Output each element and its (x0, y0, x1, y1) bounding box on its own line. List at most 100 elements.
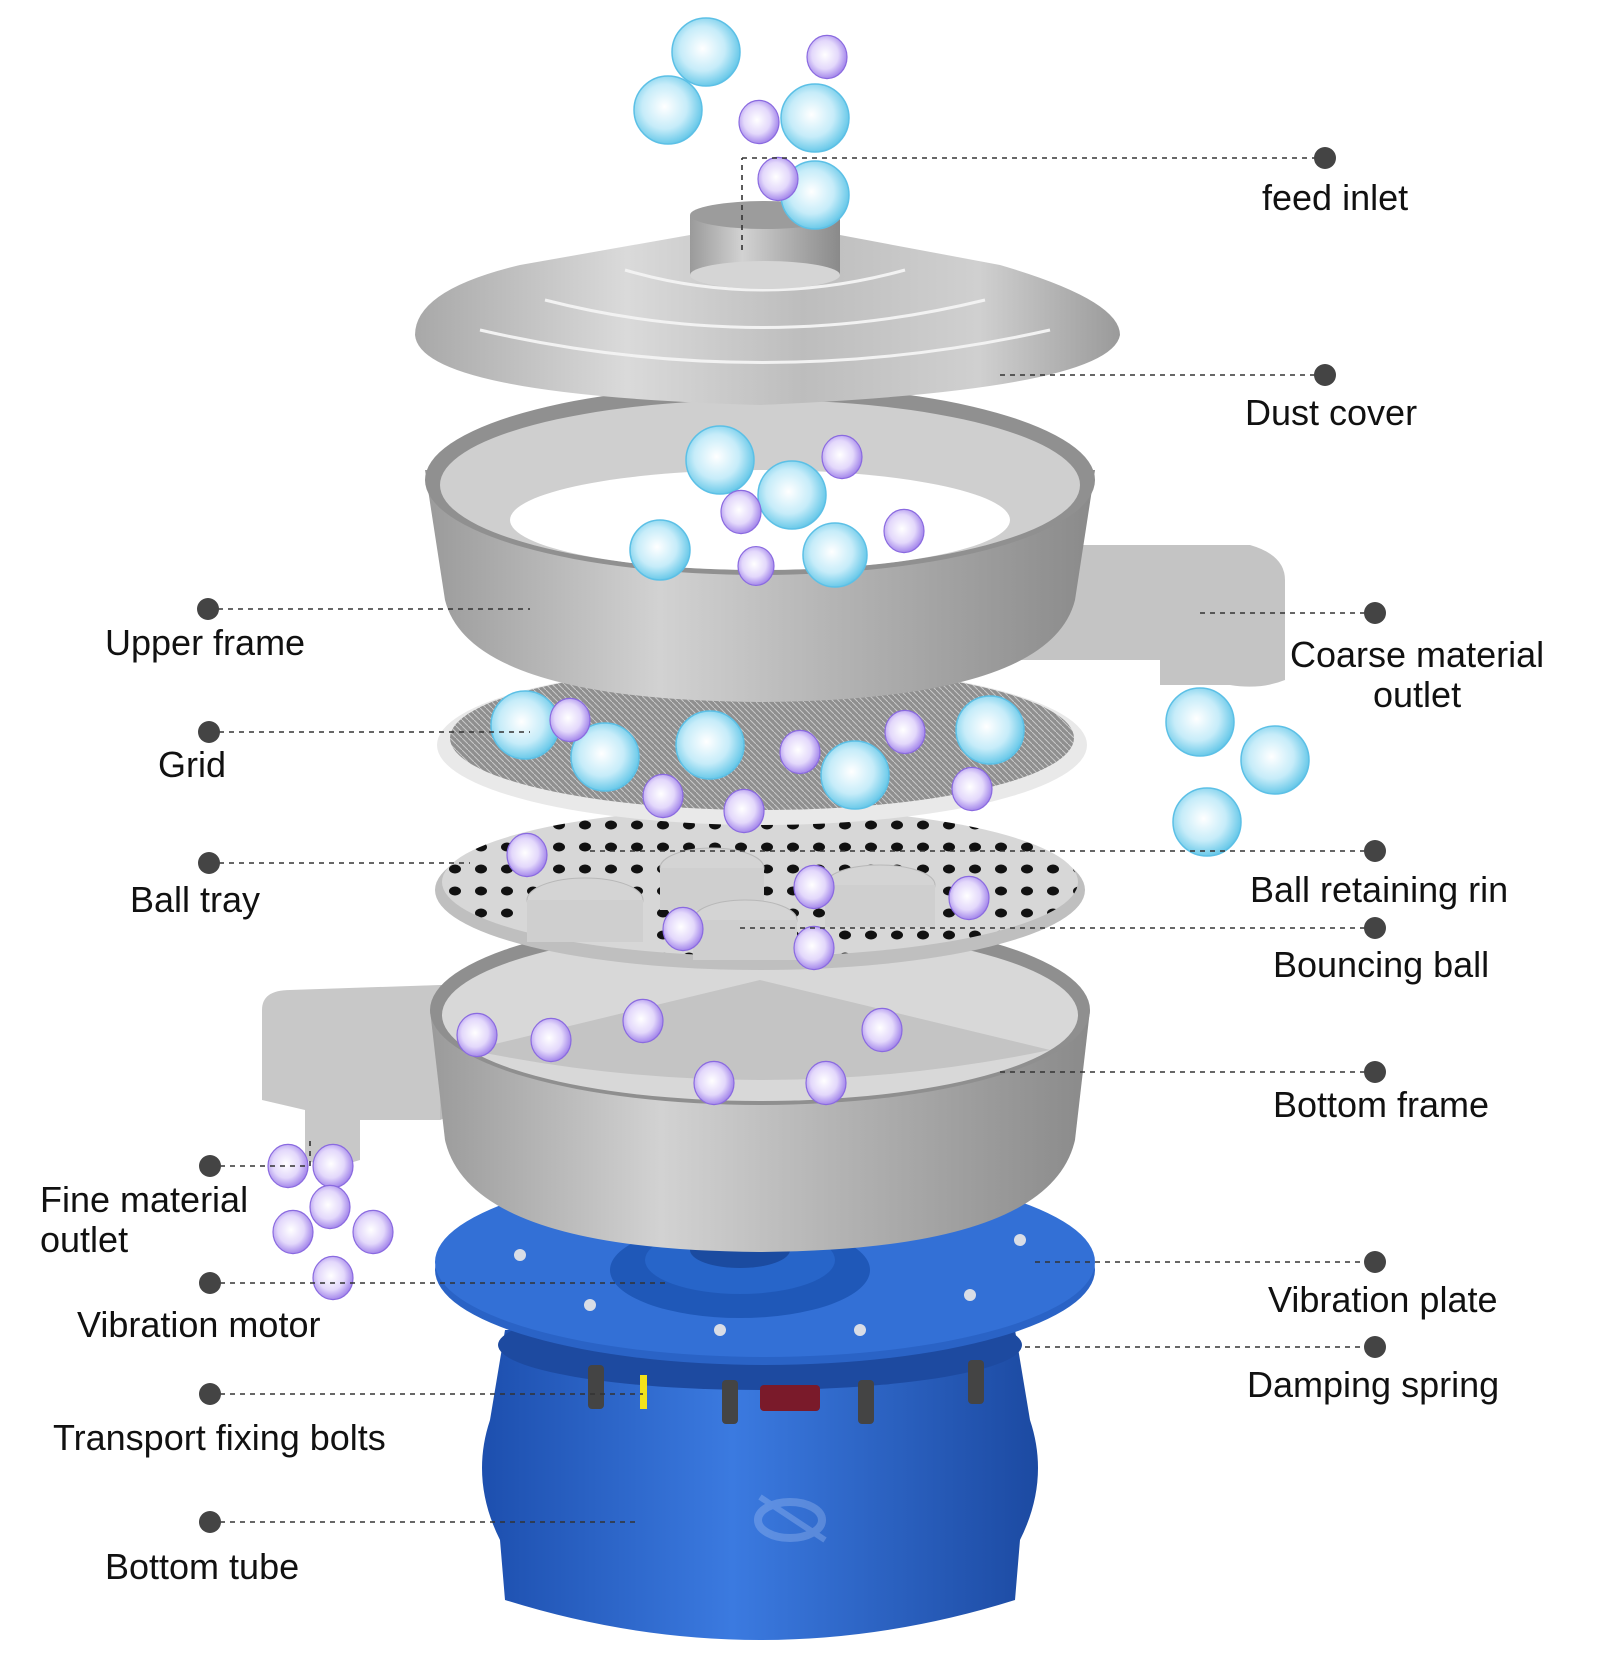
coarse-particle-icon (685, 425, 755, 495)
fine-particle-icon (622, 998, 664, 1044)
label-dust-cover: Dust cover (1245, 392, 1418, 433)
leader-transport-fixing-bolts (199, 1383, 643, 1405)
coarse-particle-icon (1240, 725, 1310, 795)
coarse-particle-icon (780, 83, 850, 153)
label-fine-material-outlet: Fine material outlet (40, 1179, 249, 1260)
leader-dot-icon (1364, 840, 1386, 862)
label-bottom-tube: Bottom tube (105, 1546, 300, 1587)
label-feed-inlet: feed inlet (1262, 177, 1409, 218)
leader-dot-icon (1364, 1251, 1386, 1273)
label-bouncing-ball: Bouncing ball (1273, 944, 1490, 985)
fine-particle-icon (693, 1060, 735, 1106)
coarse-particle-icon (490, 690, 560, 760)
transport-fixing-bolt (640, 1375, 647, 1409)
fine-particle-icon (806, 34, 848, 80)
coarse-particle-icon (633, 75, 703, 145)
leader-dot-icon (199, 1383, 221, 1405)
fine-particle-icon (506, 832, 548, 878)
coarse-particles (490, 17, 1310, 857)
coarse-particle-icon (675, 710, 745, 780)
fine-particle-icon (272, 1209, 314, 1255)
label-vibration-plate: Vibration plate (1268, 1279, 1498, 1320)
leader-fine-material-outlet (199, 1140, 311, 1177)
label-ball-retaining-ring: Ball retaining rin (1250, 869, 1509, 910)
leader-bottom-frame (1000, 1061, 1386, 1083)
fine-particle-icon (948, 875, 990, 921)
leader-dot-icon (1364, 917, 1386, 939)
fine-particle-icon (530, 1017, 572, 1063)
ball-tray (435, 808, 1085, 970)
plate-bolts (514, 1234, 1026, 1336)
leader-dot-icon (199, 1155, 221, 1177)
leader-damping-spring (1025, 1336, 1386, 1358)
ball-retaining-ring (526, 847, 936, 960)
fine-particle-icon (312, 1255, 354, 1301)
fine-particle-icon (757, 156, 799, 202)
leader-bouncing-ball (740, 917, 1386, 939)
fine-particle-icon (793, 925, 835, 971)
fine-particle-icon (312, 1143, 354, 1189)
label-vibration-motor: Vibration motor (77, 1304, 321, 1345)
fine-particle-icon (267, 1143, 309, 1189)
fine-particle-icon (779, 729, 821, 775)
label-ball-tray: Ball tray (130, 879, 261, 920)
leader-dust-cover (1000, 364, 1336, 386)
leader-upper-frame (197, 598, 530, 620)
leader-dot-icon (199, 1272, 221, 1294)
coarse-particle-icon (629, 519, 691, 581)
fine-particle-icon (720, 489, 762, 535)
fine-particle-icon (352, 1209, 394, 1255)
leader-coarse-material-outlet (1200, 602, 1386, 624)
fine-particle-icon (883, 508, 925, 554)
damping-spring (588, 1360, 984, 1424)
label-damping-spring: Damping spring (1247, 1364, 1500, 1405)
fine-particle-icon (884, 709, 926, 755)
fine-particle-icon (738, 99, 780, 145)
leader-ball-retaining-ring (590, 840, 1386, 862)
leader-ball-tray (198, 852, 470, 874)
leader-grid (198, 721, 530, 743)
label-coarse-material-outlet: Coarse material outlet (1290, 634, 1545, 715)
fine-particle-icon (723, 788, 765, 834)
fine-particle-icon (309, 1184, 351, 1230)
leader-dot-icon (198, 721, 220, 743)
leader-dot-icon (197, 598, 219, 620)
label-upper-frame: Upper frame (105, 622, 306, 663)
bottom-frame (262, 915, 1090, 1252)
fine-particle-icon (737, 545, 775, 587)
leader-feed-inlet (741, 147, 1336, 250)
fine-particle-icon (821, 434, 863, 480)
coarse-particle-icon (671, 17, 741, 87)
leader-dot-icon (1314, 147, 1336, 169)
leader-dot-icon (1314, 364, 1336, 386)
coarse-particle-icon (570, 722, 640, 792)
fine-particle-icon (662, 906, 704, 952)
bottom-tube (482, 1330, 1038, 1640)
leader-dot-icon (198, 852, 220, 874)
label-transport-fixing-bolts: Transport fixing bolts (53, 1417, 386, 1458)
logo-watermark-icon (754, 1494, 827, 1543)
fine-particle-icon (951, 766, 993, 812)
leader-dot-icon (1364, 1061, 1386, 1083)
fine-particle-icon (805, 1060, 847, 1106)
leader-dot-icon (1364, 602, 1386, 624)
fine-particle-icon (861, 1007, 903, 1053)
fine-particle-icon (456, 1012, 498, 1058)
fine-particle-icon (642, 773, 684, 819)
coarse-particle-icon (820, 740, 890, 810)
leader-dot-icon (1364, 1336, 1386, 1358)
leader-bottom-tube (199, 1511, 640, 1533)
coarse-particle-icon (1172, 787, 1242, 857)
leader-vibration-plate (1035, 1251, 1386, 1273)
fine-particle-icon (549, 697, 591, 743)
label-bottom-frame: Bottom frame (1273, 1084, 1490, 1125)
coarse-particle-icon (802, 522, 868, 588)
coarse-particle-icon (955, 695, 1025, 765)
fine-particle-icon (793, 864, 835, 910)
leader-dot-icon (199, 1511, 221, 1533)
label-grid: Grid (158, 744, 227, 785)
fine-particles (267, 34, 993, 1301)
coarse-particle-icon (1165, 687, 1235, 757)
